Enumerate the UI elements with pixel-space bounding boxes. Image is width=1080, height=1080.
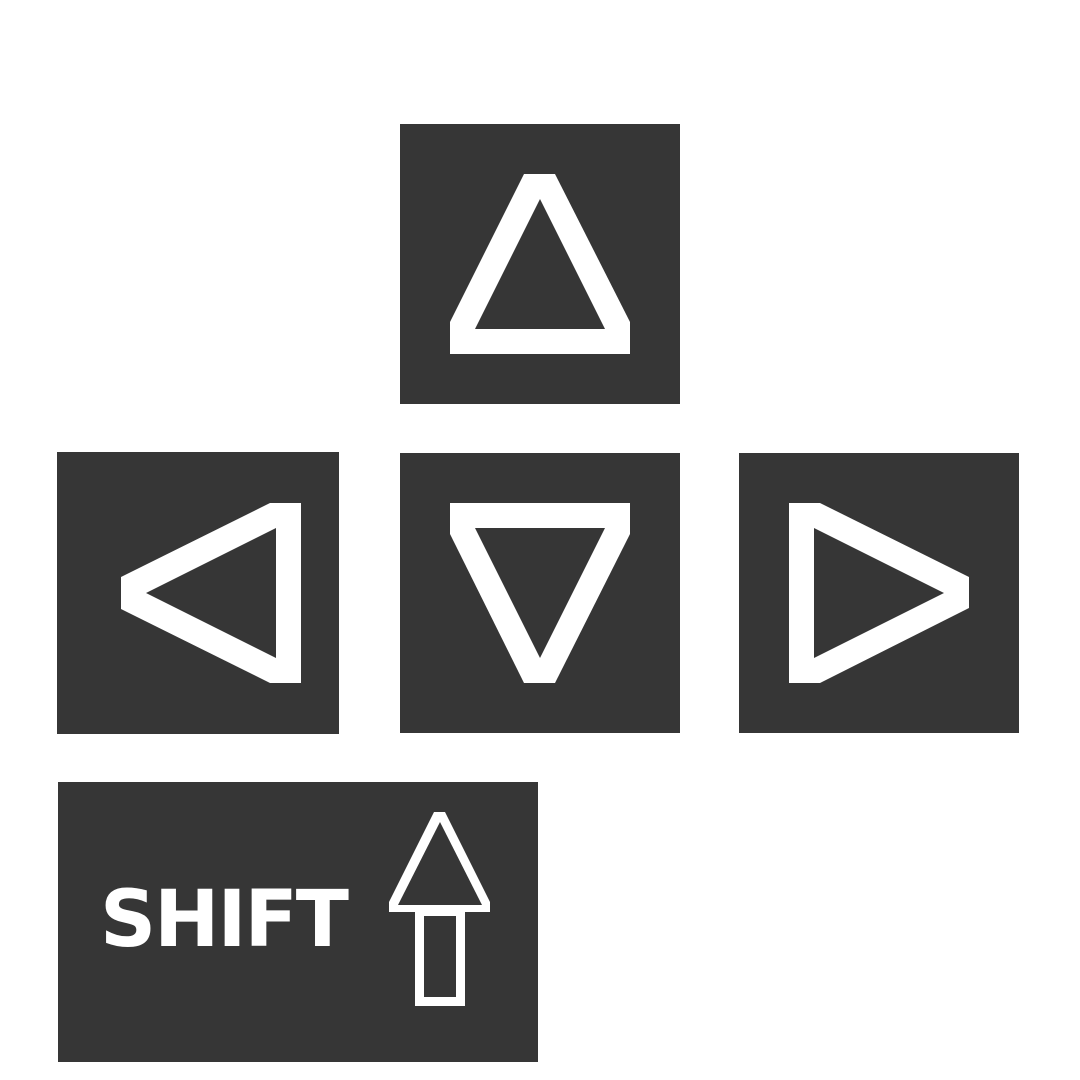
shift-arrow-stem-inner <box>424 916 456 997</box>
shift-arrow-head-inner <box>398 822 482 905</box>
shift-key-label: SHIFT <box>100 875 349 965</box>
left-arrow-key[interactable] <box>57 452 339 734</box>
shift-key[interactable]: SHIFT <box>58 782 538 1062</box>
arrow-down-inner <box>475 528 605 658</box>
arrow-left-inner <box>146 528 276 658</box>
down-arrow-key[interactable] <box>400 453 680 733</box>
shift-arrow-outline <box>389 812 490 1006</box>
arrow-right-inner <box>814 528 944 658</box>
up-arrow-key[interactable] <box>400 124 680 404</box>
arrow-left-icon <box>121 503 301 683</box>
shift-arrow-icon <box>389 812 490 1006</box>
arrow-up-icon <box>450 174 630 354</box>
arrow-right-icon <box>789 503 969 683</box>
arrow-down-icon <box>450 503 630 683</box>
arrow-up-inner <box>475 199 605 329</box>
right-arrow-key[interactable] <box>739 453 1019 733</box>
